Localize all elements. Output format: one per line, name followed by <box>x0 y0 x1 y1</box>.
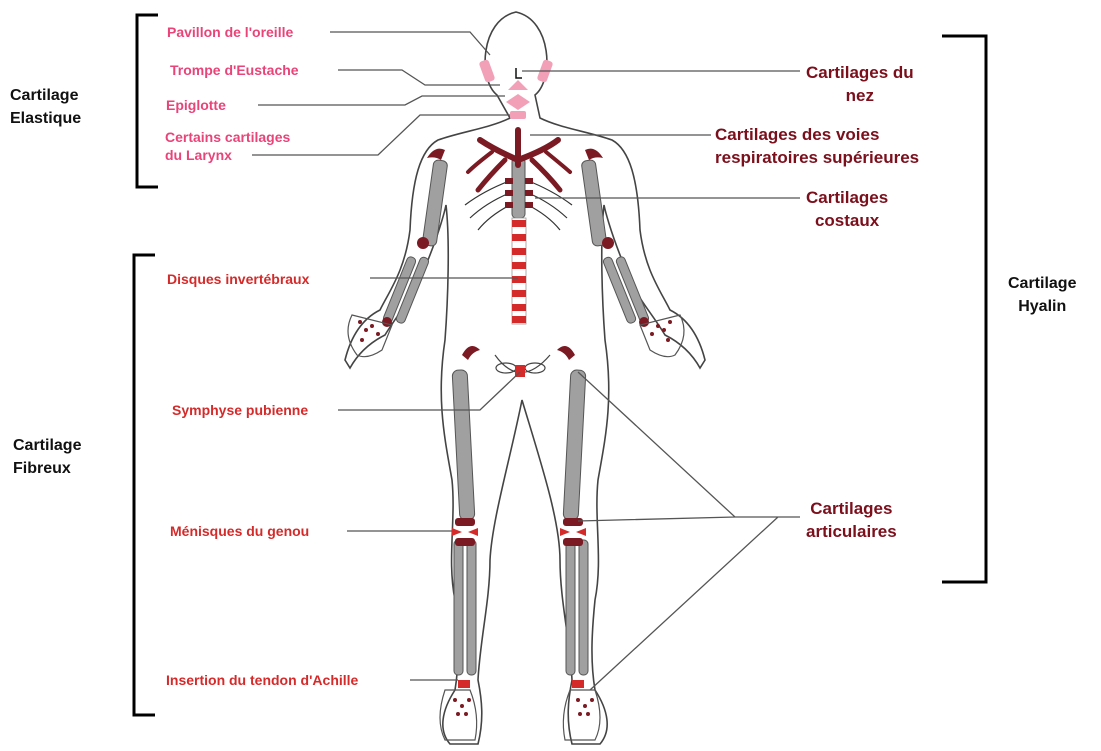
achilles-insertion <box>458 680 584 688</box>
label-nez-line-1: Cartilages du <box>806 61 914 84</box>
category-elastic-line-2: Elastique <box>10 107 81 130</box>
femur-left <box>452 370 475 521</box>
label-symphyse: Symphyse pubienne <box>172 401 308 419</box>
label-pavillon-text: Pavillon de l'oreille <box>167 24 293 40</box>
category-elastic: Cartilage Elastique <box>10 84 81 130</box>
larynx-ring <box>510 111 526 119</box>
humerus-left <box>422 159 448 246</box>
label-voies-line-1: Cartilages des voies <box>715 123 919 146</box>
label-epiglotte-text: Epiglotte <box>166 97 226 113</box>
leader-pavillon <box>330 32 490 55</box>
label-trompe: Trompe d'Eustache <box>170 61 299 79</box>
leader-larynx <box>252 115 510 155</box>
hyaline-bracket <box>942 36 986 582</box>
category-hyaline: Cartilage Hyalin <box>1008 272 1076 318</box>
fibrous-bracket <box>134 255 155 715</box>
label-nez-line-2: nez <box>806 84 914 107</box>
label-costaux: Cartilages costaux <box>806 186 888 233</box>
label-voies: Cartilages des voies respiratoires supér… <box>715 123 919 170</box>
label-pavillon: Pavillon de l'oreille <box>167 23 293 41</box>
ear-left <box>479 59 496 83</box>
nose-cartilage <box>516 68 522 78</box>
category-elastic-line-1: Cartilage <box>10 84 81 107</box>
tibia-left-b <box>467 540 476 675</box>
label-menisques-text: Ménisques du genou <box>170 523 309 539</box>
label-trompe-text: Trompe d'Eustache <box>170 62 299 78</box>
leader-trompe <box>338 70 500 85</box>
label-menisques: Ménisques du genou <box>170 522 309 540</box>
leader-epiglotte <box>258 96 505 105</box>
label-nez: Cartilages du nez <box>806 61 914 108</box>
category-fibrous: Cartilage Fibreux <box>13 434 81 480</box>
category-fibrous-line-2: Fibreux <box>13 457 81 480</box>
label-symphyse-text: Symphyse pubienne <box>172 402 308 418</box>
label-disques: Disques invertébraux <box>167 270 309 288</box>
label-larynx-line-1: Certains cartilages <box>165 128 290 146</box>
label-articulaires-line-2: articulaires <box>806 520 897 543</box>
tibia-left-a <box>454 540 463 675</box>
leader-articulaires <box>578 372 800 690</box>
label-larynx-line-2: du Larynx <box>165 146 290 164</box>
spinal-column <box>512 218 526 324</box>
label-epiglotte: Epiglotte <box>166 96 226 114</box>
epiglottis <box>508 80 528 90</box>
category-fibrous-line-1: Cartilage <box>13 434 81 457</box>
label-articulaires-line-1: Cartilages <box>806 497 897 520</box>
hands-and-feet <box>348 315 684 740</box>
label-costaux-line-2: costaux <box>806 209 888 232</box>
knee-menisci <box>452 528 586 536</box>
label-larynx: Certains cartilages du Larynx <box>165 128 290 164</box>
femur-right <box>563 370 586 521</box>
leader-symphyse <box>338 372 520 410</box>
elastic-cartilages <box>479 59 554 119</box>
category-hyaline-line-2: Hyalin <box>1008 295 1076 318</box>
tibia-right-a <box>566 540 575 675</box>
label-articulaires: Cartilages articulaires <box>806 497 897 544</box>
label-achille-text: Insertion du tendon d'Achille <box>166 672 358 688</box>
elastic-bracket <box>137 15 158 187</box>
label-costaux-line-1: Cartilages <box>806 186 888 209</box>
label-achille: Insertion du tendon d'Achille <box>166 671 358 689</box>
hand-joints <box>358 320 672 716</box>
tibia-right-b <box>579 540 588 675</box>
humerus-right <box>581 159 607 246</box>
label-voies-line-2: respiratoires supérieures <box>715 146 919 169</box>
category-hyaline-line-1: Cartilage <box>1008 272 1076 295</box>
label-disques-text: Disques invertébraux <box>167 271 309 287</box>
larynx-cartilage <box>506 94 530 110</box>
